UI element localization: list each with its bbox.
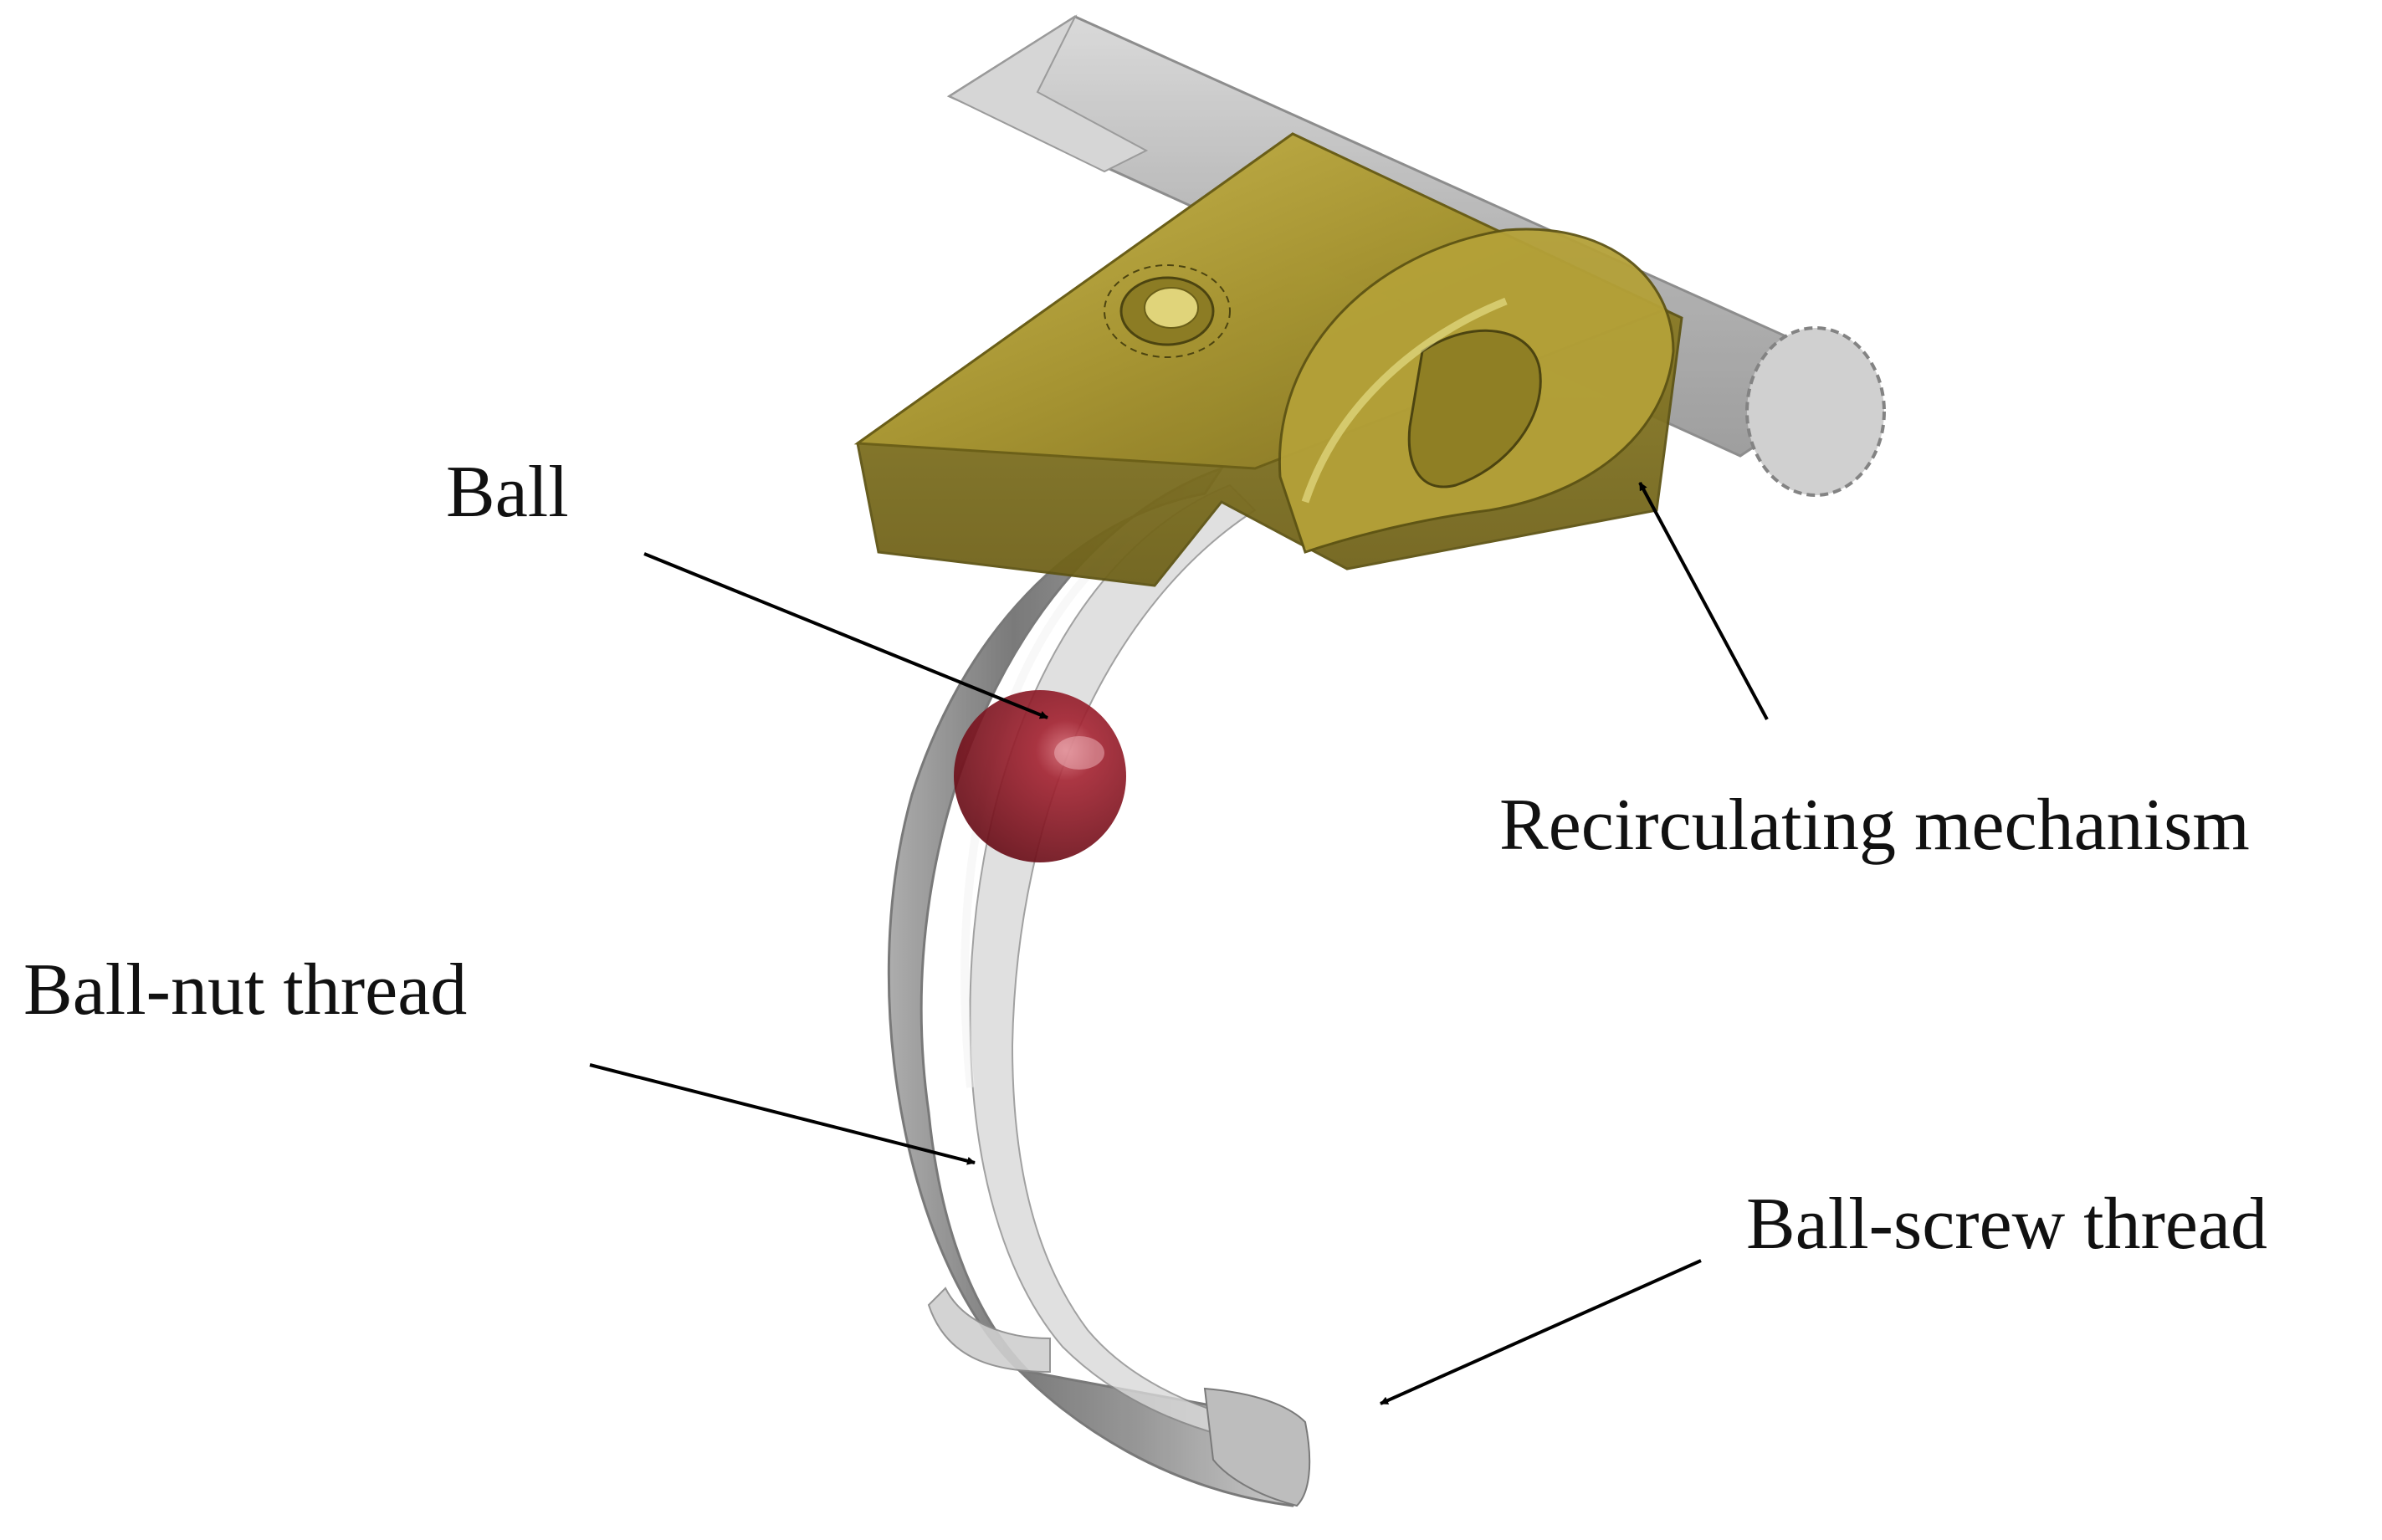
ball-nut-thread-arrow xyxy=(589,1063,976,1165)
recirculating-mechanism-label: Recirculating mechanism xyxy=(1499,785,2250,866)
ball-screw-thread-label: Ball-screw thread xyxy=(1746,1184,2268,1265)
ball-label: Ball xyxy=(446,452,569,533)
recirculating-mechanism-block xyxy=(853,132,1683,587)
ball-nut-thread-label: Ball-nut thread xyxy=(23,949,468,1031)
ball-arrow xyxy=(643,552,1048,719)
annotation-arrows xyxy=(589,482,1769,1405)
recirculating-mechanism-arrow xyxy=(1638,482,1769,720)
ball-screw-thread-arrow xyxy=(1380,1259,1702,1405)
ball-nut-thread-groove xyxy=(887,466,1311,1507)
ball-sphere xyxy=(954,690,1126,862)
